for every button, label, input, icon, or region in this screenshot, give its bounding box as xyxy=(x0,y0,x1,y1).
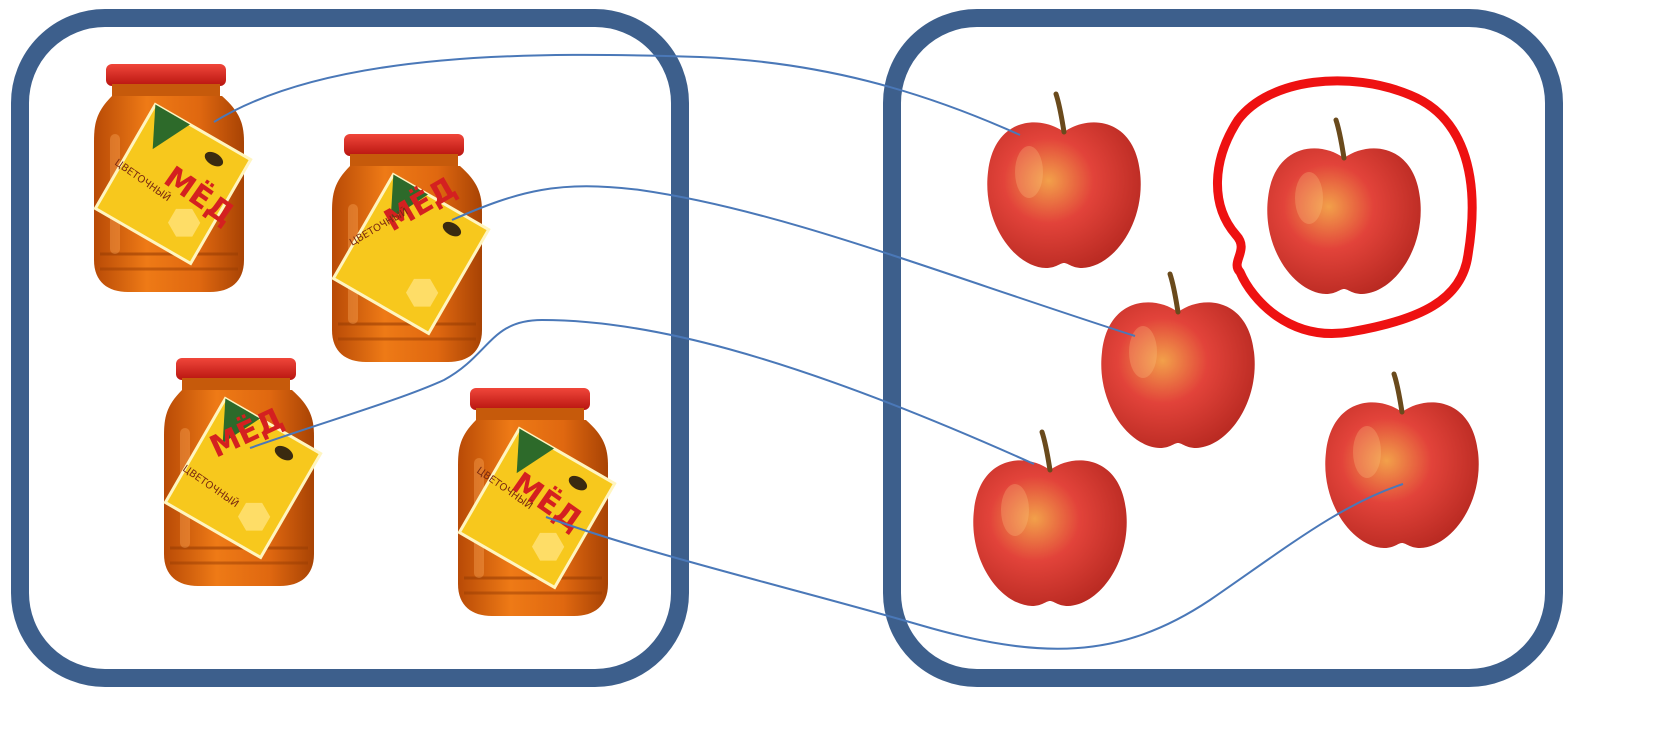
apple-3 xyxy=(1101,274,1254,448)
apple-4 xyxy=(973,432,1126,606)
jar-3: МЁД ЦВЕТОЧНЫЙ xyxy=(164,358,321,586)
apple-5 xyxy=(1325,374,1478,548)
jar-2: МЁД ЦВЕТОЧНЫЙ xyxy=(332,134,489,362)
jar-4: МЁД ЦВЕТОЧНЫЙ xyxy=(458,388,615,616)
apple-1 xyxy=(987,94,1140,268)
apple-2 xyxy=(1267,120,1420,294)
jar-1: МЁД ЦВЕТОЧНЫЙ xyxy=(94,64,251,292)
